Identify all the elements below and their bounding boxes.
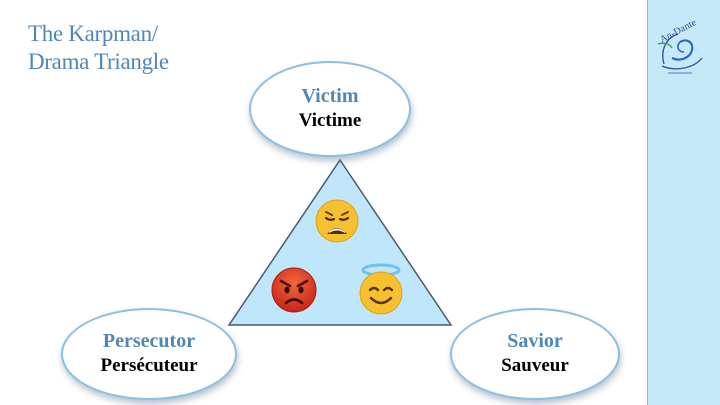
persecutor-label-en: Persecutor — [102, 330, 196, 352]
title-line-2: Drama Triangle — [28, 49, 169, 74]
smiling-face-with-halo-icon — [359, 263, 403, 315]
victim-label-en: Victim — [301, 85, 359, 107]
savior-label-en: Savior — [507, 330, 563, 352]
victim-ellipse: Victim Victime — [249, 61, 411, 157]
angry-face-icon — [271, 267, 317, 313]
title-line-1: The Karpman/ — [28, 21, 158, 46]
persecutor-label-fr: Persécuteur — [100, 355, 198, 376]
an-dante-logo-icon: An-Dante — [657, 20, 703, 74]
slide-title: The Karpman/ Drama Triangle — [28, 20, 228, 76]
victim-label-fr: Victime — [298, 110, 362, 131]
savior-label-fr: Sauveur — [501, 355, 569, 376]
persecutor-ellipse: Persecutor Persécuteur — [61, 308, 237, 400]
weary-face-icon — [315, 199, 359, 243]
savior-ellipse: Savior Sauveur — [450, 308, 620, 400]
